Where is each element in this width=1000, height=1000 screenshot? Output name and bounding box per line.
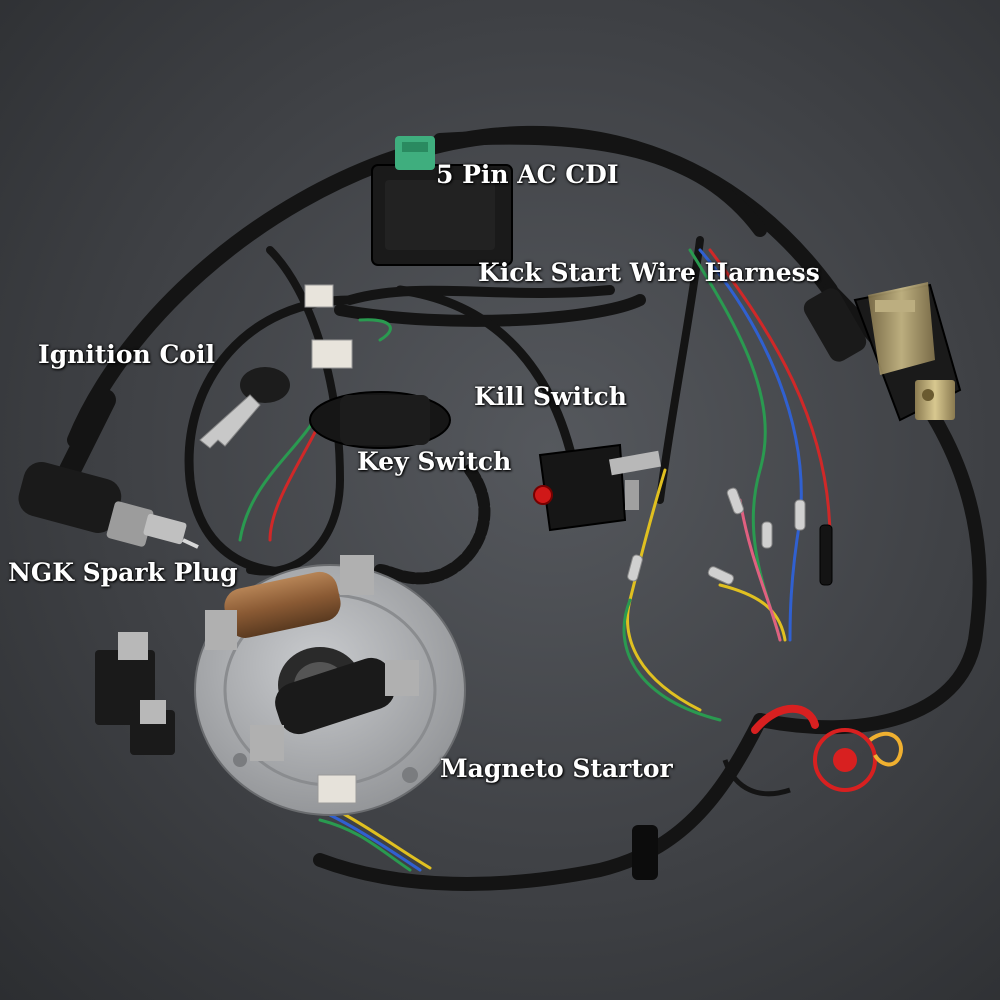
magneto-stator-unit (95, 555, 466, 816)
colored-wires (238, 248, 832, 872)
key-icon (199, 367, 290, 449)
label-kick-start-harness: Kick Start Wire Harness (478, 258, 820, 287)
label-cdi: 5 Pin AC CDI (436, 160, 619, 189)
kill-switch-unit (533, 443, 662, 532)
cdi-unit (371, 136, 513, 266)
spark-plug-unit (18, 389, 199, 549)
label-key-switch: Key Switch (357, 447, 512, 476)
label-kill-switch: Kill Switch (474, 382, 627, 411)
bullet-connectors (627, 487, 833, 586)
key-switch-unit (199, 284, 451, 449)
ignition-coil-unit (803, 282, 962, 422)
label-magneto: Magneto Startor (440, 754, 673, 783)
cable-clip (632, 825, 658, 880)
label-ignition-coil: Ignition Coil (38, 340, 216, 369)
brand-logo-icon (722, 704, 903, 797)
label-spark-plug: NGK Spark Plug (8, 558, 238, 587)
